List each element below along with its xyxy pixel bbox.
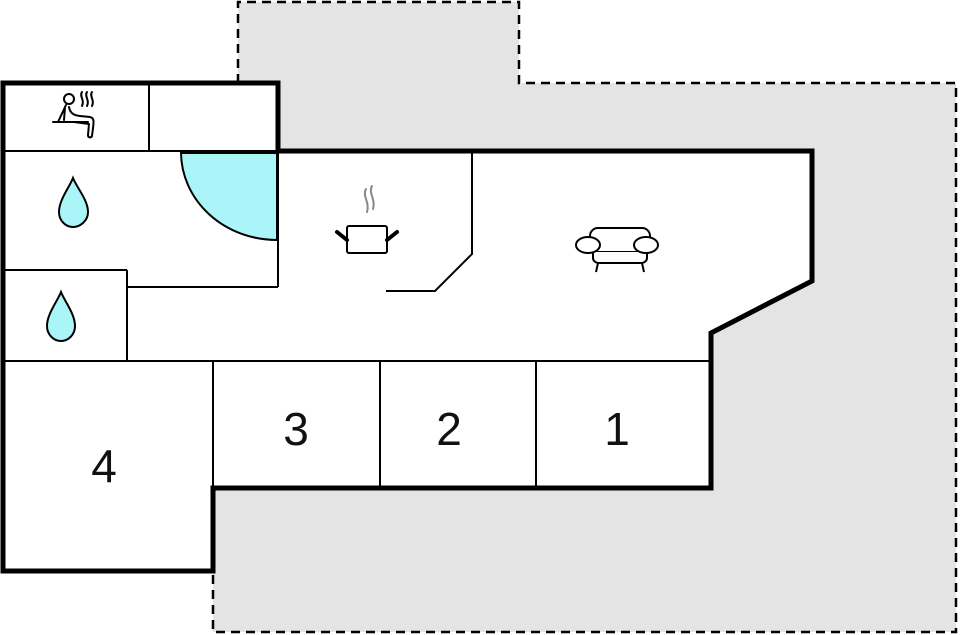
exterior-walls [0, 80, 815, 574]
room-label-1: 1 [604, 403, 630, 455]
armchair-icon [575, 227, 659, 273]
cooking-pot-icon [335, 185, 399, 254]
terrace-area [211, 0, 958, 634]
room-label-4: 4 [91, 440, 117, 492]
water-drop-icon [57, 175, 90, 229]
shower-area [179, 152, 278, 242]
water-drop-icon [45, 289, 77, 343]
room-label-3: 3 [283, 403, 309, 455]
sauna-icon [52, 91, 95, 139]
room-label-2: 2 [436, 403, 462, 455]
